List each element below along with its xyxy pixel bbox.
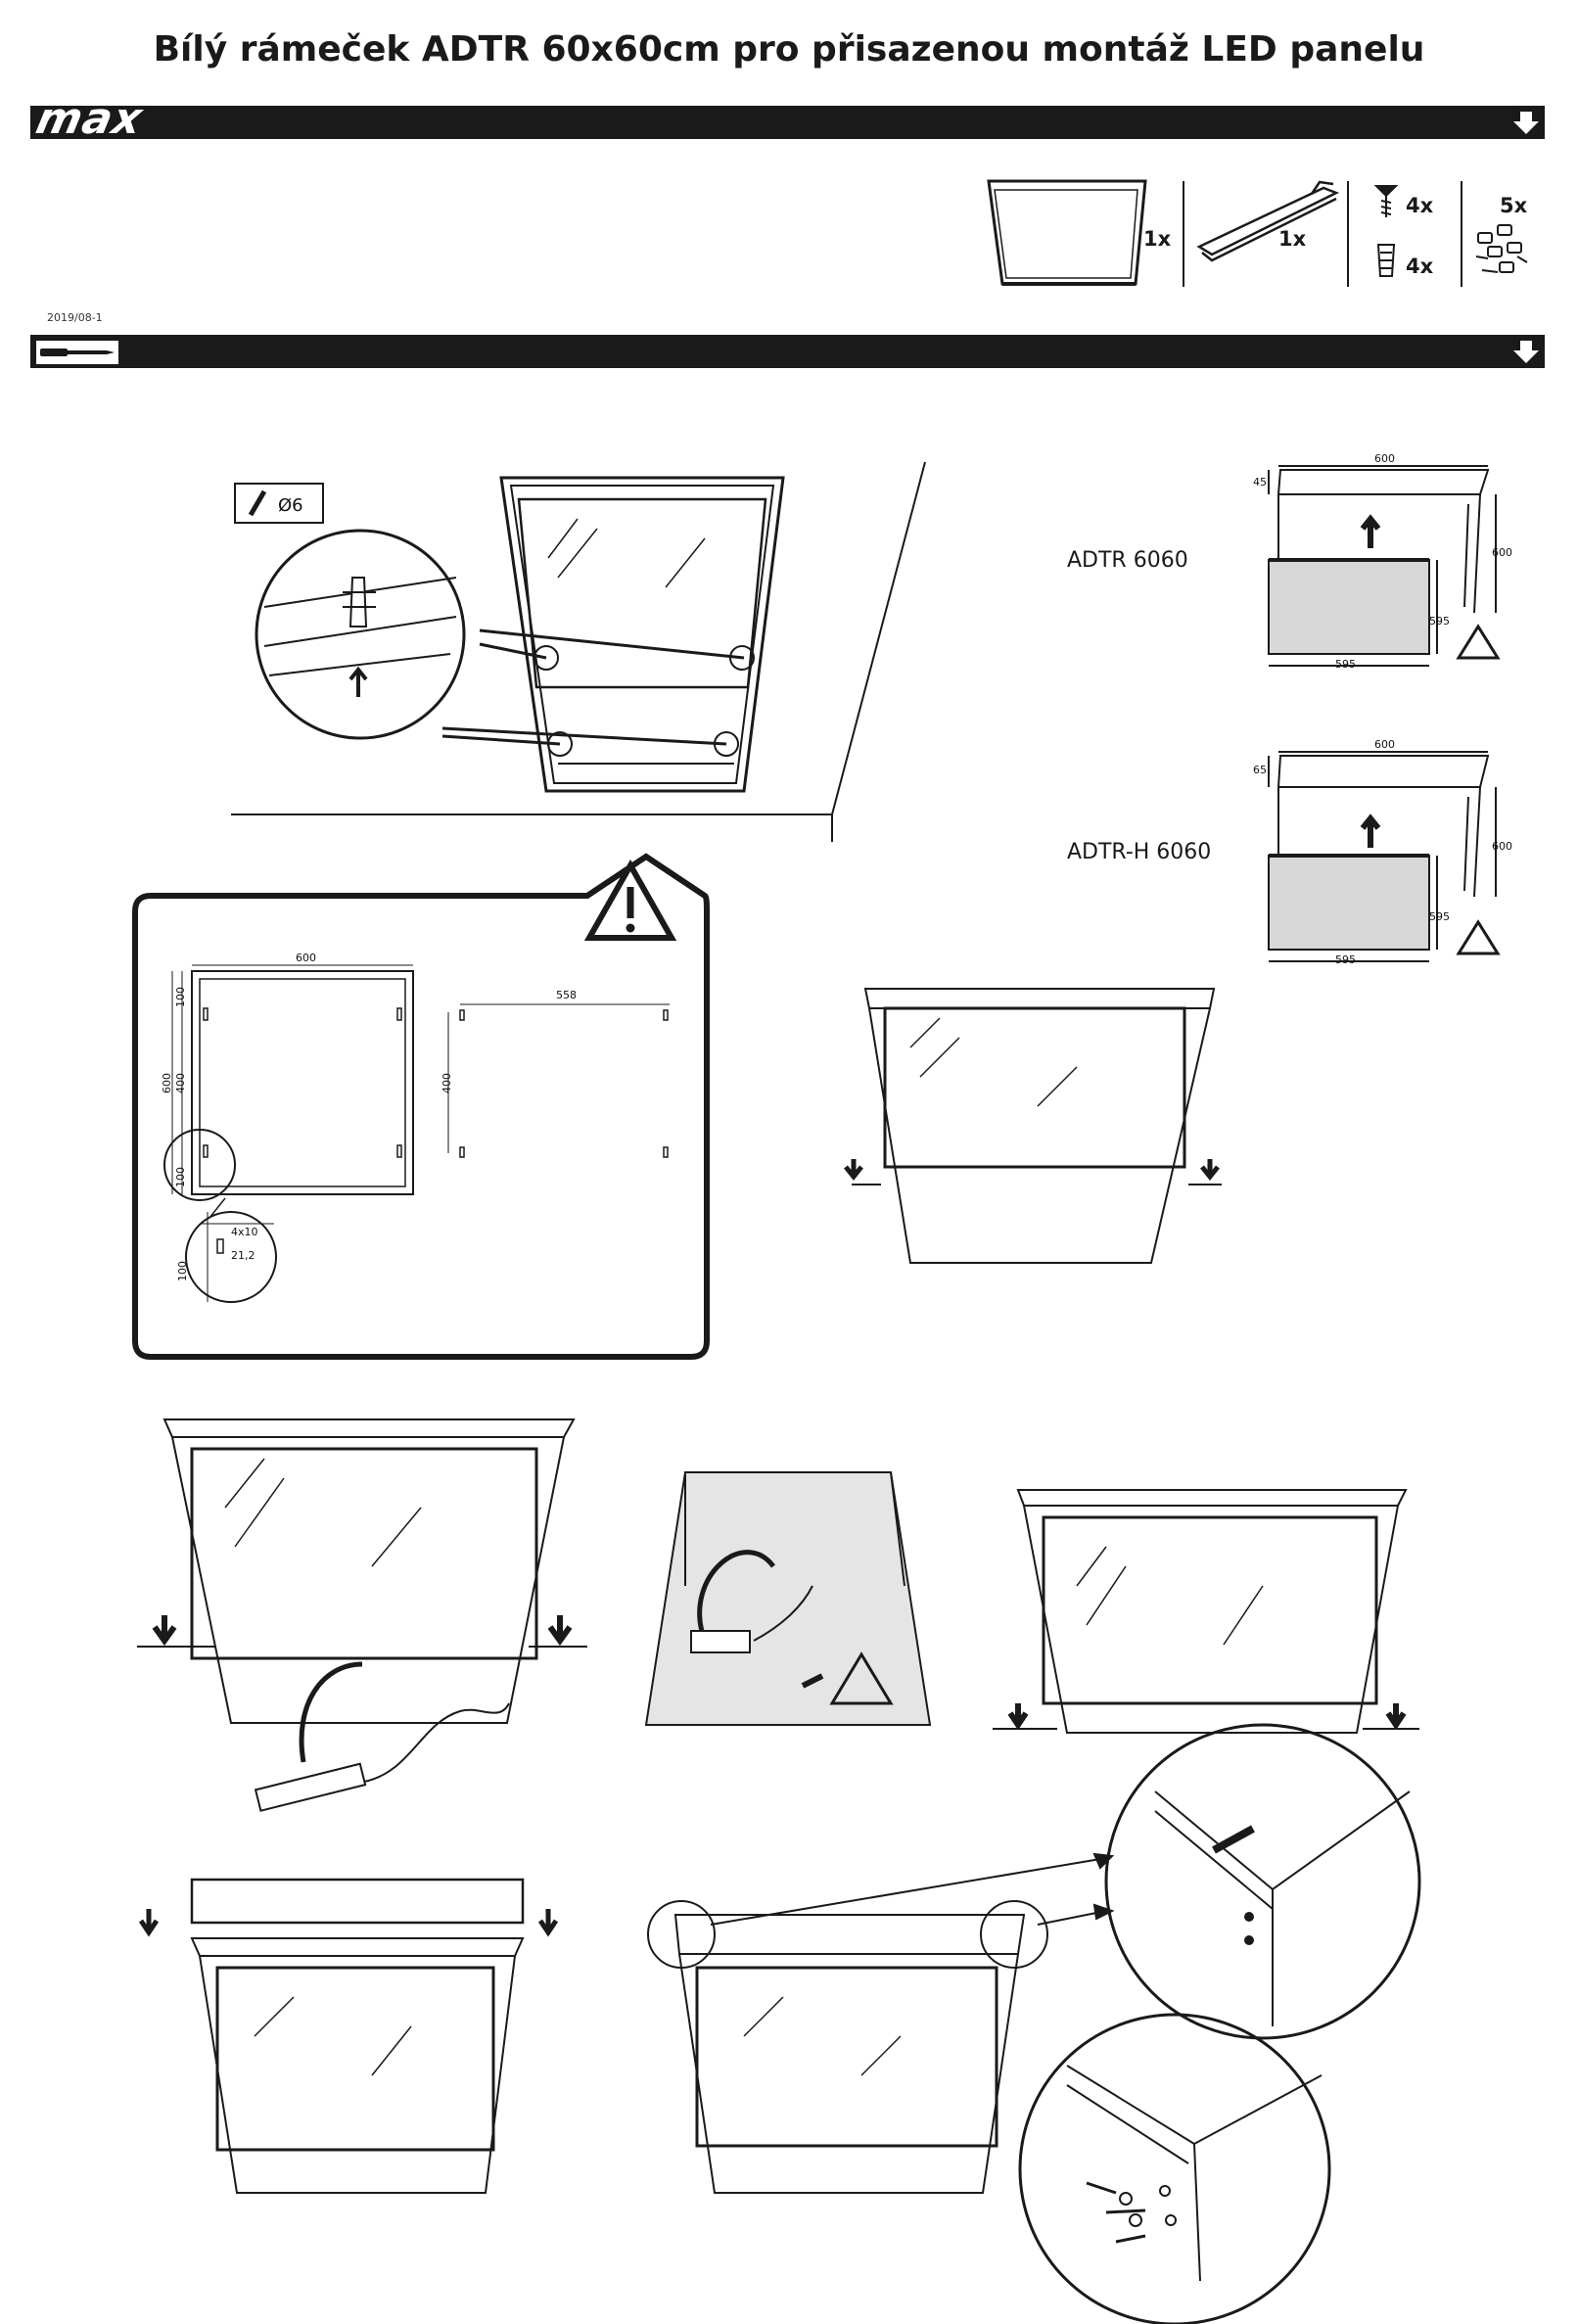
date-code: 2019/08-1: [47, 311, 103, 324]
adtr-inner-w: 595: [1335, 658, 1356, 671]
adtr-height: 600: [1492, 546, 1512, 559]
divider-1: [1183, 181, 1184, 287]
screwdriver-icon: [35, 340, 119, 365]
screw-qty: 4x: [1406, 194, 1434, 217]
page-title: Bílý rámeček ADTR 60x60cm pro přisazenou…: [153, 29, 1425, 70]
package-contents: [987, 179, 1528, 287]
download-arrow-icon: [1513, 112, 1539, 134]
dowel-icon: [1376, 244, 1396, 277]
header-bar: [30, 106, 1545, 139]
drill-diameter: Ø6: [278, 495, 303, 516]
adtrh-inner-w: 595: [1335, 953, 1356, 966]
profile-qty: 1x: [1278, 227, 1307, 251]
connector-icon: [1475, 224, 1528, 273]
model-adtr-label: ADTR 6060: [1067, 548, 1188, 573]
adtr-depth: 45: [1253, 476, 1267, 488]
profile-icon: [1196, 180, 1340, 262]
adtrh-inner-h: 595: [1429, 910, 1450, 923]
download-arrow-icon-2: [1513, 341, 1539, 363]
adtrh-depth: 65: [1253, 764, 1267, 776]
frame-icon: [987, 179, 1147, 286]
dwg-hole-offset: 21,2: [231, 1249, 255, 1262]
connector-qty: 5x: [1500, 194, 1528, 217]
dwg-hole-spec: 4x10: [231, 1226, 258, 1238]
dwg-width: 600: [296, 952, 316, 964]
model-adtrh-label: ADTR-H 6060: [1067, 840, 1212, 864]
adtr-inner-h: 595: [1429, 615, 1450, 627]
adtrh-width: 600: [1374, 738, 1395, 751]
tools-bar: [30, 335, 1545, 368]
dowel-qty: 4x: [1406, 255, 1434, 278]
adtr-width: 600: [1374, 452, 1395, 465]
frame-qty: 1x: [1143, 227, 1172, 251]
adtrh-height: 600: [1492, 840, 1512, 853]
dwg-hole-spacing-h: 558: [556, 989, 577, 1001]
screw-icon: [1373, 185, 1399, 217]
